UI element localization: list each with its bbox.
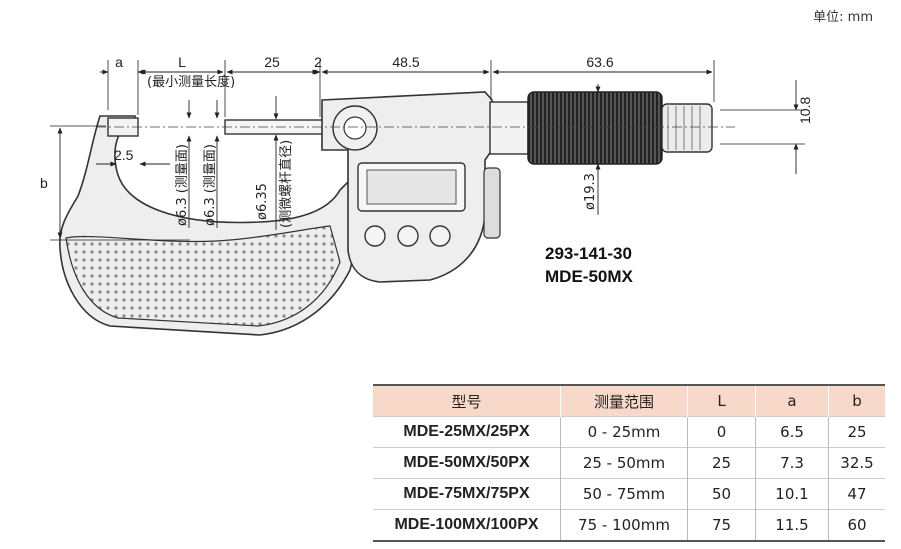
- cell-a: 10.1: [755, 478, 829, 510]
- table-row: MDE-25MX/25PX 0 - 25mm 0 6.5 25: [373, 416, 885, 448]
- cell-a: 6.5: [755, 416, 829, 448]
- header-L: L: [687, 385, 756, 417]
- cell-b: 47: [828, 478, 885, 510]
- cell-range: 50 - 75mm: [560, 478, 688, 510]
- battery-cover: [483, 167, 501, 239]
- header-model: 型号: [373, 385, 561, 417]
- header-a: a: [755, 385, 829, 417]
- cell-b: 32.5: [828, 447, 885, 479]
- table-header-row: 型号 测量范围 L a b: [373, 385, 885, 417]
- cell-L: 75: [687, 509, 756, 542]
- cell-a: 11.5: [755, 509, 829, 542]
- cell-b: 25: [828, 416, 885, 448]
- micrometer-frame: [59, 115, 361, 336]
- table-row: MDE-75MX/75PX 50 - 75mm 50 10.1 47: [373, 478, 885, 510]
- button-onoff: [397, 225, 419, 247]
- cell-model: MDE-25MX/25PX: [373, 416, 561, 448]
- cell-model: MDE-75MX/75PX: [373, 478, 561, 510]
- cell-model: MDE-100MX/100PX: [373, 509, 561, 542]
- button-origin: [364, 225, 386, 247]
- sleeve: [489, 101, 529, 155]
- dim-L-label: L: [178, 54, 186, 70]
- thimble: [527, 91, 663, 165]
- cell-model: MDE-50MX/50PX: [373, 447, 561, 479]
- spindle-dia-label: ø6.35: [255, 183, 270, 220]
- dim-63-6-label: 63.6: [586, 54, 613, 70]
- model-code: 293-141-30: [545, 244, 632, 263]
- lcd-screen: [366, 169, 457, 205]
- spindle-dia-note: (测微螺杆直径): [279, 140, 294, 228]
- table-row: MDE-50MX/50PX 25 - 50mm 25 7.3 32.5: [373, 447, 885, 479]
- display-body: [321, 91, 501, 283]
- unit-note: 单位: mm: [813, 10, 873, 25]
- ratchet: [661, 103, 713, 153]
- max-length-note: (最小测量长度): [147, 74, 235, 90]
- anvil-face-dia-label: ø6.3 (测量面): [175, 144, 190, 226]
- grip-dots: [65, 225, 341, 327]
- header-b: b: [828, 385, 885, 417]
- header-range: 测量范围: [560, 385, 688, 417]
- dim-10-8-label: 10.8: [797, 97, 813, 124]
- dim-25-label: 25: [264, 54, 280, 70]
- cell-L: 50: [687, 478, 756, 510]
- button-hold: [429, 225, 451, 247]
- cell-L: 25: [687, 447, 756, 479]
- cell-b: 60: [828, 509, 885, 542]
- cell-L: 0: [687, 416, 756, 448]
- cell-range: 25 - 50mm: [560, 447, 688, 479]
- dim-a-label: a: [115, 54, 123, 70]
- dim-2-label: 2: [314, 54, 322, 70]
- dim-48-5-label: 48.5: [392, 54, 419, 70]
- thimble-dia-label: ø19.3: [583, 173, 598, 210]
- cell-a: 7.3: [755, 447, 829, 479]
- micrometer-drawing: a L 25 2 48.5 63.6 2.5 b (最小测量长度) ø6.3 (…: [40, 54, 813, 336]
- cell-range: 75 - 100mm: [560, 509, 688, 542]
- spec-table: 型号 测量范围 L a b MDE-25MX/25PX 0 - 25mm 0 6…: [373, 384, 885, 542]
- spindle-face-dia-label: ø6.3 (测量面): [203, 144, 218, 226]
- dim-2-5-label: 2.5: [114, 147, 134, 163]
- cell-range: 0 - 25mm: [560, 416, 688, 448]
- model-name: MDE-50MX: [545, 267, 634, 286]
- dim-b-label: b: [40, 175, 48, 191]
- table-row: MDE-100MX/100PX 75 - 100mm 75 11.5 60: [373, 509, 885, 542]
